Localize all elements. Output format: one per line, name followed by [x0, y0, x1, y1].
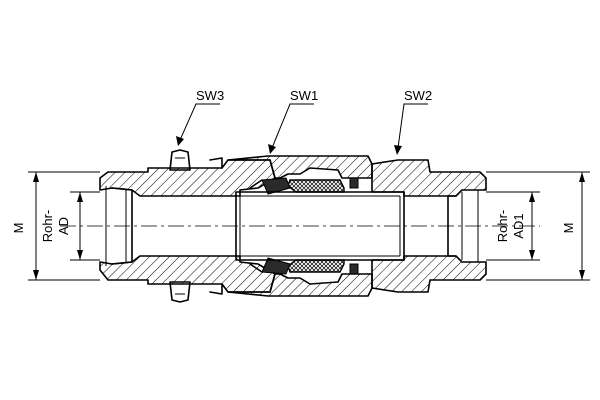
leader-sw3 [176, 103, 220, 146]
dimension-m-left [28, 171, 100, 281]
dimension-rohr-ad-label-line2: AD [56, 217, 71, 235]
dimension-rohr-ad1-label-line2: AD1 [511, 213, 526, 238]
dimension-rohr-ad1-label-line1: Rohr- [495, 210, 510, 243]
label-sw2: SW2 [404, 88, 432, 103]
label-sw3: SW3 [196, 88, 224, 103]
leader-sw1 [268, 103, 314, 154]
dimension-m-left-label: M [11, 223, 26, 234]
left-body-section [99, 159, 276, 293]
label-sw1: SW1 [290, 88, 318, 103]
dimension-m-right-label: M [561, 223, 576, 234]
sw3-hex-collar [169, 149, 191, 303]
leader-sw2 [394, 103, 428, 155]
left-shoulder [209, 157, 223, 295]
dimension-rohr-ad1 [486, 191, 540, 261]
dimension-rohr-ad-label-line1: Rohr- [40, 210, 55, 243]
dimension-rohr-ad [70, 191, 100, 261]
right-body-section [371, 159, 487, 293]
dimension-m-right [486, 171, 590, 281]
